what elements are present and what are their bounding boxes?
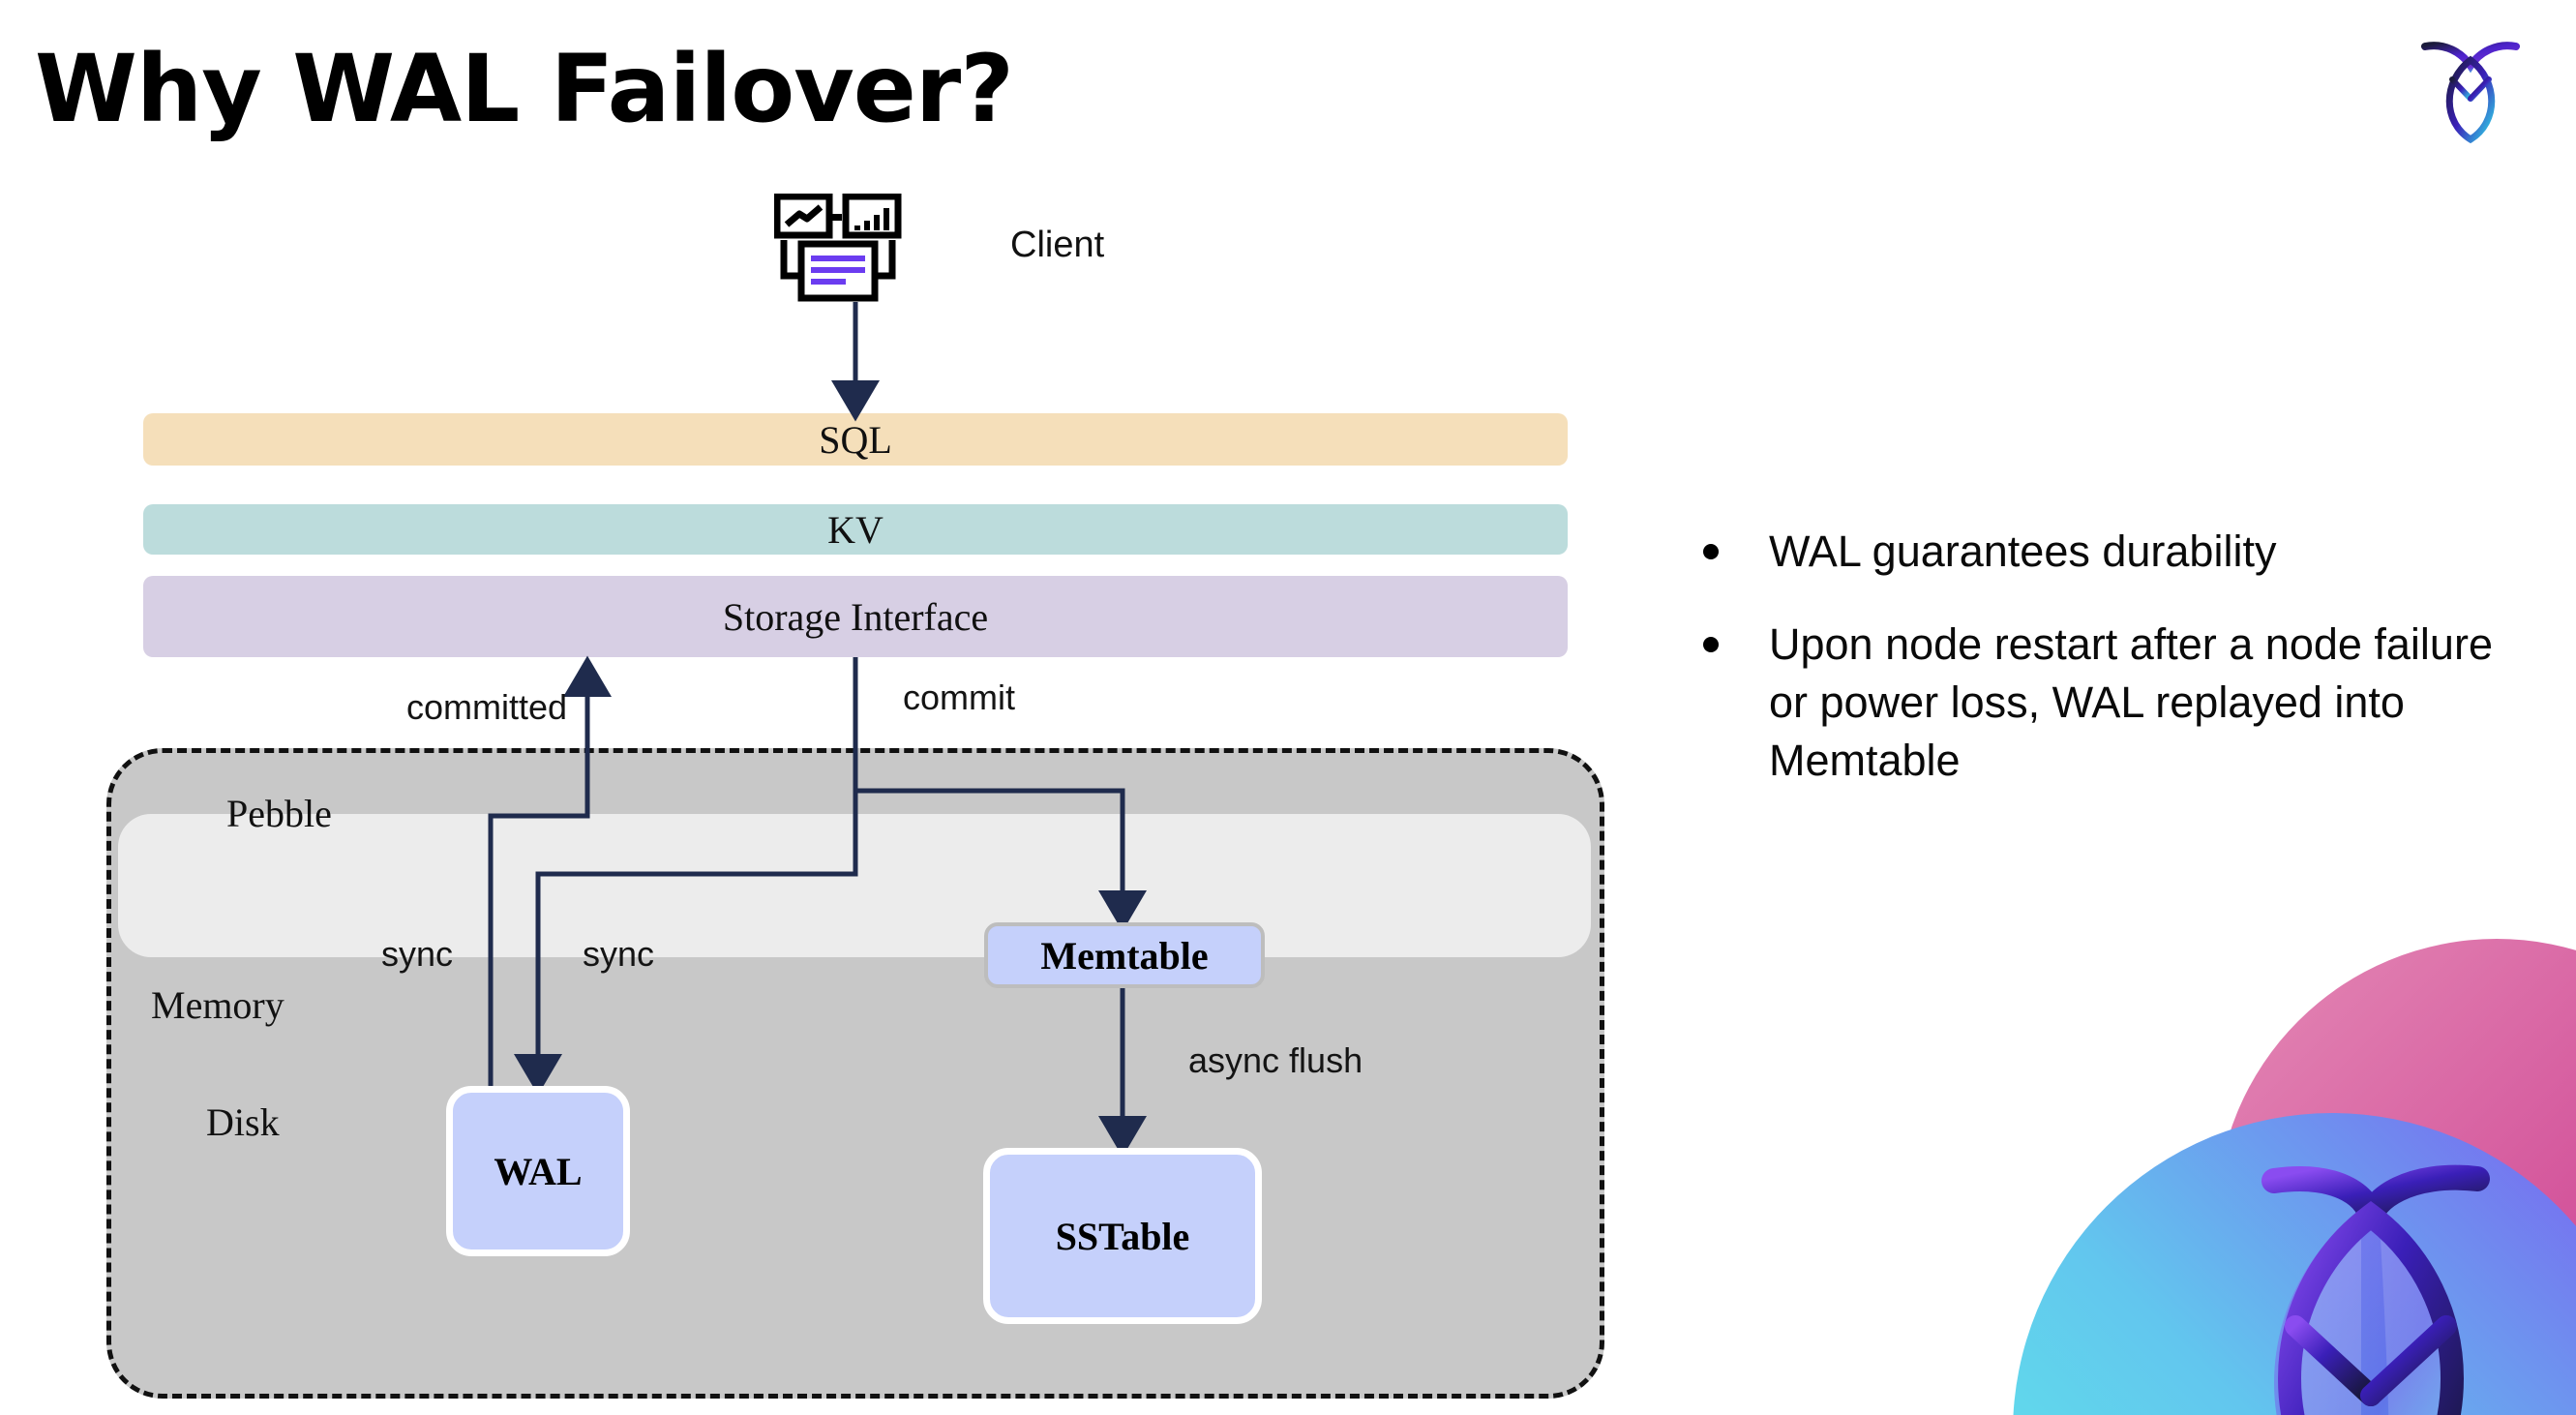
bullet-dot-icon bbox=[1703, 544, 1719, 559]
disk-label: Disk bbox=[206, 1100, 280, 1144]
node-label-memtable: Memtable bbox=[1040, 933, 1209, 978]
node-label-wal: WAL bbox=[494, 1149, 583, 1193]
pebble-label: Pebble bbox=[226, 792, 332, 835]
bullet-text: WAL guarantees durability bbox=[1769, 527, 2277, 576]
edge-label-async-flush: async flush bbox=[1188, 1040, 1363, 1080]
edge-label-committed: committed bbox=[406, 687, 568, 727]
node-sstable[interactable]: SSTable bbox=[983, 1148, 1262, 1324]
page-title: Why WAL Failover? bbox=[35, 35, 1014, 143]
edge-label-commit: commit bbox=[903, 677, 1015, 717]
client-label: Client bbox=[1010, 225, 1105, 265]
client-dashboard-icon bbox=[773, 193, 929, 310]
list-item: WAL guarantees durability bbox=[1703, 523, 2535, 581]
node-memtable[interactable]: Memtable bbox=[984, 922, 1265, 988]
memory-label: Memory bbox=[151, 983, 285, 1027]
layer-label-storage-interface: Storage Interface bbox=[722, 594, 989, 639]
edge-label-sync-left: sync bbox=[381, 934, 454, 974]
cockroachdb-logo bbox=[2417, 29, 2524, 144]
layer-bar-storage-interface: Storage Interface bbox=[143, 576, 1568, 657]
layer-label-sql: SQL bbox=[819, 417, 892, 462]
layer-bar-kv: KV bbox=[143, 504, 1568, 555]
layer-bar-sql: SQL bbox=[143, 413, 1568, 466]
bullet-text: Upon node restart after a node failure o… bbox=[1769, 618, 2493, 785]
list-item: Upon node restart after a node failure o… bbox=[1703, 616, 2535, 790]
bullet-dot-icon bbox=[1703, 636, 1719, 652]
bullet-list: WAL guarantees durability Upon node rest… bbox=[1703, 523, 2535, 824]
edge-label-sync-right: sync bbox=[583, 934, 655, 974]
node-label-sstable: SSTable bbox=[1055, 1214, 1190, 1258]
layer-label-kv: KV bbox=[827, 507, 884, 552]
memory-region bbox=[118, 814, 1591, 957]
node-wal[interactable]: WAL bbox=[446, 1086, 630, 1256]
brand-orb-artwork bbox=[1955, 929, 2576, 1415]
